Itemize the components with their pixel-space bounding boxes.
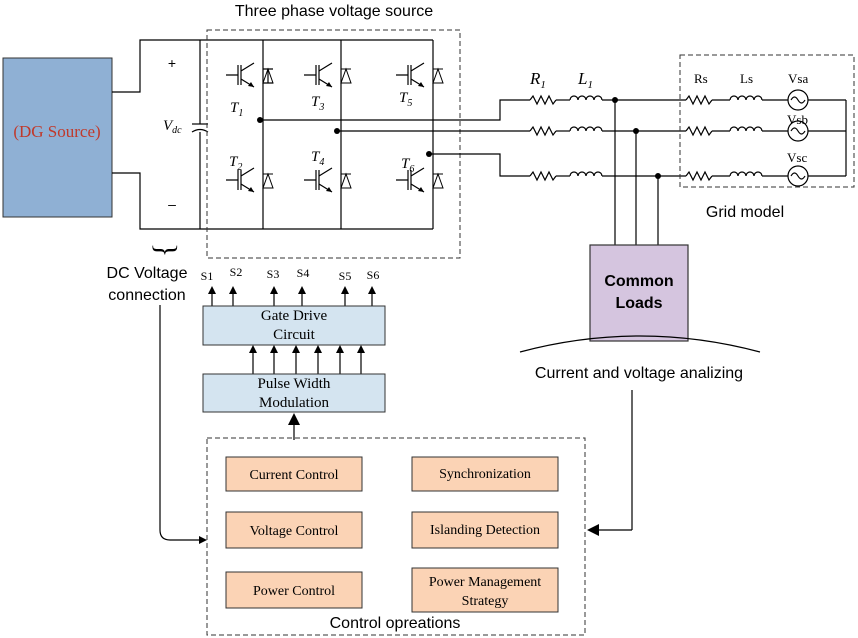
- power-control-label: Power Control: [253, 584, 335, 599]
- igbt-t5-icon: [396, 62, 444, 88]
- grid-model-label: Grid model: [706, 204, 784, 221]
- switch-label-t3: T3: [311, 94, 324, 113]
- common-loads-label-line2: Loads: [615, 295, 662, 312]
- current-control-block: [225, 456, 363, 492]
- pwm-label-line1: Pulse Width: [258, 376, 331, 392]
- signal-s6: S6: [367, 268, 380, 282]
- power-management-block: [411, 567, 559, 613]
- igbt-t1-icon: [226, 62, 274, 88]
- current-voltage-label: Current and voltage analizing: [535, 365, 743, 382]
- power-management-label-line1: Power Management: [429, 575, 541, 590]
- switch-label-t6: T6: [401, 156, 414, 175]
- vsb-label: Vsb: [787, 112, 808, 127]
- islanding-detection-block: [411, 511, 559, 549]
- control-operations-label: Control opreations: [330, 615, 461, 632]
- dg-source-label: (DG Source): [13, 122, 100, 141]
- voltage-control-label: Voltage Control: [250, 524, 339, 539]
- dc-plus-sign: +: [168, 55, 176, 71]
- gate-drive-label-line2: Circuit: [273, 327, 315, 343]
- pwm-block: [202, 373, 386, 413]
- gate-drive-label-line1: Gate Drive: [261, 308, 328, 324]
- signal-s3: S3: [267, 267, 280, 281]
- dc-connection-label-line1: DC Voltage: [107, 265, 188, 282]
- signal-s2: S2: [230, 265, 243, 279]
- phase-line-a: [529, 89, 846, 111]
- dc-minus-sign: –: [168, 196, 176, 212]
- common-loads-label-line1: Common: [604, 273, 673, 290]
- inverter-legs: [262, 39, 434, 230]
- rs-label: Rs: [694, 71, 708, 86]
- phase-line-c: [529, 165, 846, 187]
- igbt-t3-icon: [304, 62, 352, 88]
- pwm-label-line2: Modulation: [259, 395, 329, 411]
- measurement-arc: [519, 335, 761, 353]
- l1-label: L1: [577, 69, 593, 91]
- control-operations-frame: [206, 437, 586, 636]
- switch-label-t1: T1: [230, 100, 243, 119]
- signal-s1: S1: [201, 269, 214, 283]
- inverter-frame: [206, 29, 461, 259]
- dc-connection-label-line2: connection: [108, 287, 185, 304]
- vdc-label: Vdc: [163, 118, 182, 136]
- phase-line-b: [529, 120, 846, 142]
- igbt-t2-icon: [226, 167, 274, 193]
- signal-s5: S5: [339, 269, 352, 283]
- synchronization-block: [411, 456, 559, 492]
- gate-signal-arrows: [208, 286, 376, 306]
- synchronization-label: Synchronization: [439, 467, 531, 482]
- switch-label-t4: T4: [311, 149, 324, 168]
- vsa-label: Vsa: [788, 71, 808, 86]
- switch-label-t2: T2: [229, 154, 242, 173]
- igbt-t4-icon: [304, 167, 352, 193]
- switch-label-t5: T5: [399, 90, 412, 109]
- ls-label: Ls: [740, 71, 753, 86]
- common-loads-block: [589, 244, 689, 342]
- power-management-label-line2: Strategy: [462, 594, 509, 609]
- gate-drive-block: [202, 305, 386, 346]
- vsc-label: Vsc: [787, 150, 807, 165]
- inverter-title: Three phase voltage source: [235, 3, 433, 20]
- current-control-label: Current Control: [249, 468, 338, 483]
- dg-source-block: [2, 57, 113, 218]
- dc-brace-icon: {: [147, 243, 180, 257]
- igbt-t6-icon: [396, 167, 444, 193]
- r1-label: R1: [529, 69, 546, 91]
- signal-s4: S4: [297, 266, 310, 280]
- grid-model-frame: [679, 54, 855, 188]
- pwm-to-gate-arrows: [249, 345, 365, 374]
- islanding-detection-label: Islanding Detection: [430, 523, 540, 538]
- voltage-control-block: [225, 511, 363, 549]
- power-control-block: [225, 571, 363, 609]
